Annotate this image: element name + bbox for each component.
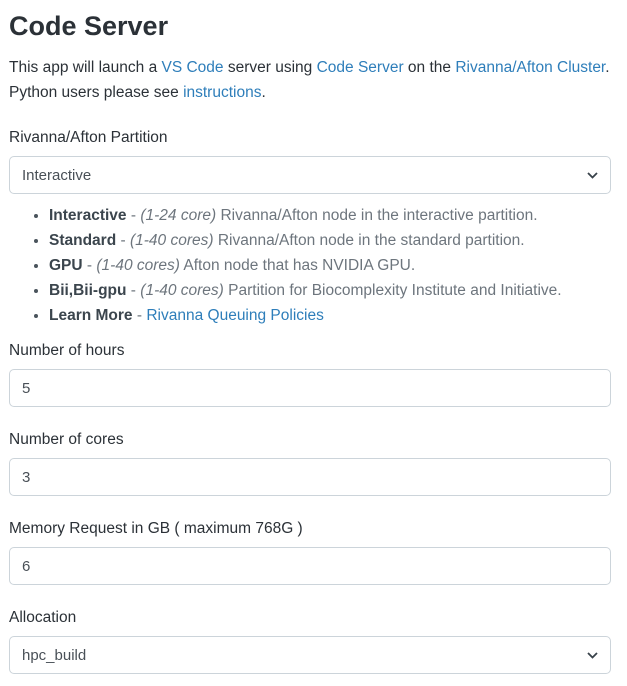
allocation-select[interactable]: hpc_build <box>9 636 611 674</box>
rivanna-afton-cluster-link[interactable]: Rivanna/Afton Cluster <box>455 59 606 76</box>
separator: - <box>82 257 97 274</box>
core-range: (1-40 cores) <box>140 282 224 299</box>
hours-label: Number of hours <box>9 342 125 359</box>
cores-input[interactable] <box>9 458 611 496</box>
hours-field-group: Number of hours <box>9 339 611 407</box>
partition-term: Bii,Bii-gpu <box>49 282 127 299</box>
separator: - <box>116 232 130 249</box>
core-range: (1-40 cores) <box>96 257 180 274</box>
cores-field-group: Number of cores <box>9 428 611 496</box>
code-server-link[interactable]: Code Server <box>316 59 404 76</box>
partition-select-wrap: Interactive <box>9 156 611 194</box>
core-range: (1-24 core) <box>140 207 217 224</box>
vs-code-link[interactable]: VS Code <box>161 59 224 76</box>
partition-term: Standard <box>49 232 117 249</box>
partition-term: Interactive <box>49 207 127 224</box>
intro-paragraph: This app will launch a VS Code server us… <box>9 55 611 105</box>
partition-description: Rivanna/Afton node in the interactive pa… <box>216 207 538 224</box>
partition-help-list: Interactive - (1-24 core) Rivanna/Afton … <box>9 203 611 328</box>
list-item: Interactive - (1-24 core) Rivanna/Afton … <box>49 203 611 228</box>
intro-text: server using <box>223 59 317 76</box>
partition-select[interactable]: Interactive <box>9 156 611 194</box>
intro-text: . Python users please see <box>9 59 610 101</box>
intro-text: on the <box>403 59 456 76</box>
page-title: Code Server <box>9 11 169 41</box>
partition-field-group: Rivanna/Afton Partition Interactive Inte… <box>9 126 611 328</box>
allocation-label: Allocation <box>9 609 77 626</box>
separator: - <box>132 307 147 324</box>
separator: - <box>126 282 141 299</box>
partition-description: Afton node that has NVIDIA GPU. <box>179 257 416 274</box>
rivanna-queuing-policies-link[interactable]: Rivanna Queuing Policies <box>146 307 324 324</box>
list-item: GPU - (1-40 cores) Afton node that has N… <box>49 253 611 278</box>
partition-description: Partition for Biocomplexity Institute an… <box>223 282 562 299</box>
partition-label: Rivanna/Afton Partition <box>9 129 168 146</box>
list-item: Learn More - Rivanna Queuing Policies <box>49 303 611 328</box>
partition-term: Learn More <box>49 307 133 324</box>
core-range: (1-40 cores) <box>129 232 214 249</box>
cores-label: Number of cores <box>9 431 124 448</box>
list-item: Standard - (1-40 cores) Rivanna/Afton no… <box>49 228 611 253</box>
memory-field-group: Memory Request in GB ( maximum 768G ) <box>9 517 611 585</box>
hours-input[interactable] <box>9 369 611 407</box>
partition-term: GPU <box>49 257 83 274</box>
partition-description: Rivanna/Afton node in the standard parti… <box>213 232 525 249</box>
allocation-field-group: Allocation hpc_build <box>9 606 611 674</box>
allocation-select-wrap: hpc_build <box>9 636 611 674</box>
intro-text: This app will launch a <box>9 59 162 76</box>
intro-text: . <box>261 84 266 101</box>
list-item: Bii,Bii-gpu - (1-40 cores) Partition for… <box>49 278 611 303</box>
separator: - <box>126 207 141 224</box>
memory-input[interactable] <box>9 547 611 585</box>
instructions-link[interactable]: instructions <box>183 84 262 101</box>
memory-label: Memory Request in GB ( maximum 768G ) <box>9 520 303 537</box>
